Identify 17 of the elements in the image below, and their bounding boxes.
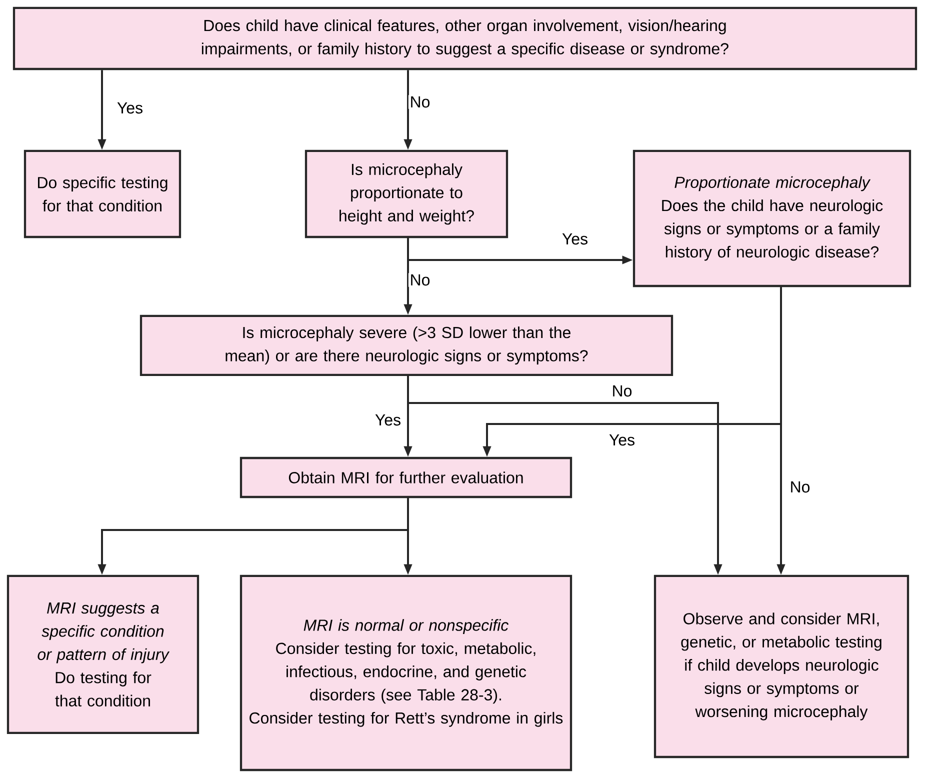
edge-label: No [788,480,812,494]
edge-label: No [408,273,432,287]
edge-label: Yes [560,232,590,246]
edge-label: No [408,95,432,109]
process-box: Observe and consider MRI, genetic, or metabolic testing if child develops neurologic signs or symptoms or worsening microcephaly [654,574,910,758]
process-box: Do specific testing for that condition [24,150,182,238]
edge-label: Yes [116,101,144,115]
process-box: Does child have clinical features, other organ involvement, vision/hearing impairments, or family history to suggest a specific disease or syndrome? [12,6,918,70]
process-box: Proportionate microcephaly Does the child have neurologic signs or symptoms or a family history of neurologic disease? [632,150,912,288]
edge-label: Yes [608,433,636,447]
edge-label: Yes [374,413,402,427]
process-box: Is microcephaly severe (>3 SD lower than the mean) or are there neurologic signs or symptoms? [140,314,674,376]
process-box: MRI suggests a specific condition or pattern of injury Do testing for that condition [6,574,200,734]
process-box: Obtain MRI for further evaluation [240,456,572,498]
process-box: Is microcephaly proportionate to height and weight? [304,150,508,238]
edge-label: No [610,384,634,398]
process-box: MRI is normal or nonspecific Consider testing for toxic, metabolic, infectious, endocrine, and genetic disorders (see Table 28-3). Consider testing for Rett’s syndrome in girls [240,574,572,772]
